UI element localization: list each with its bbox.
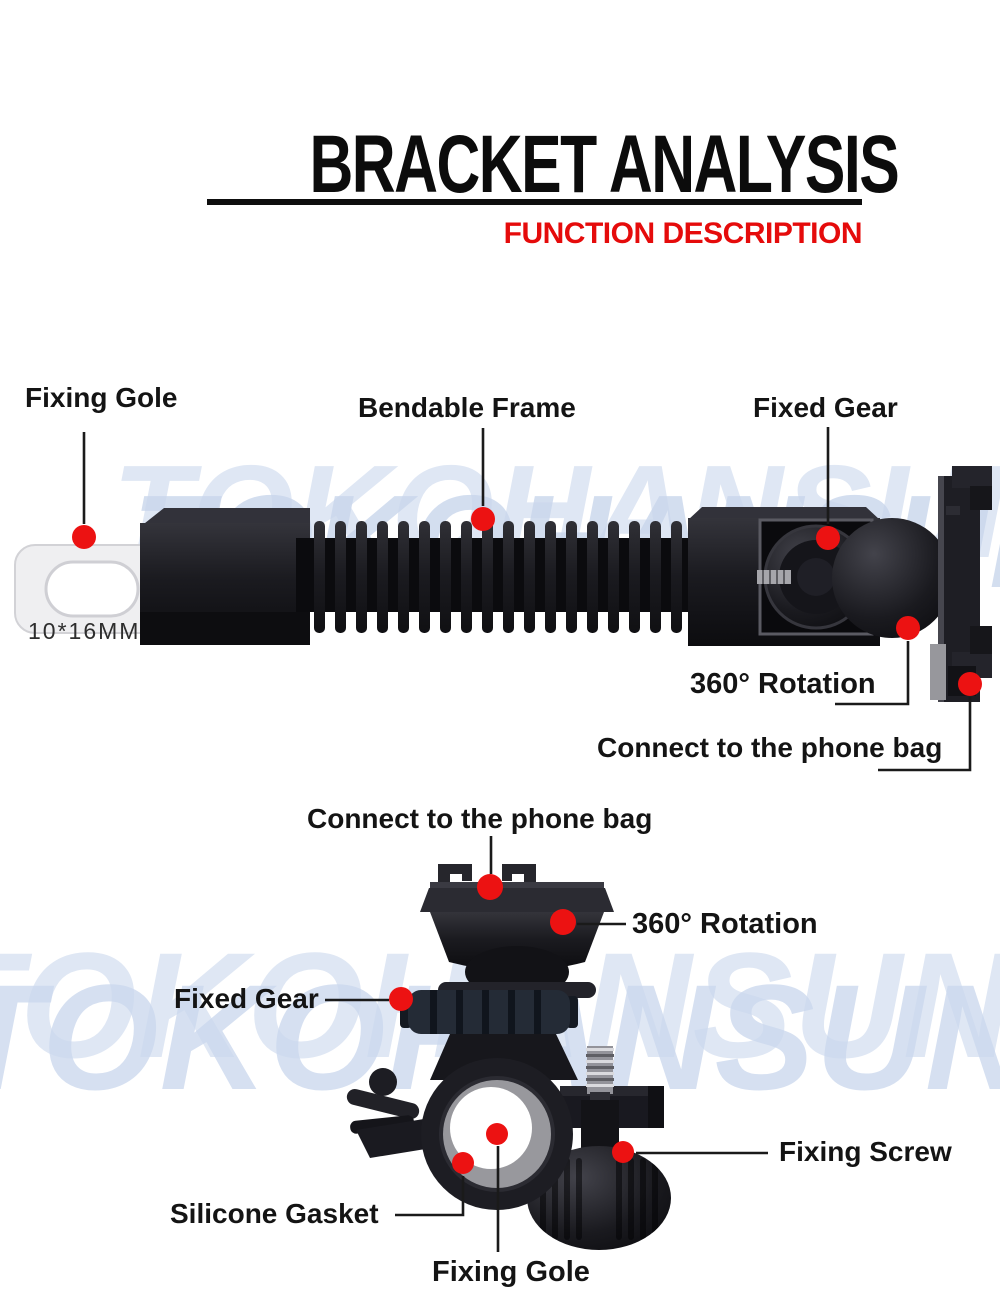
dot-silicone-gasket [452, 1152, 474, 1174]
dot-fixing-screw [612, 1141, 634, 1163]
dot-connect-2 [477, 874, 503, 900]
callout-label-bendable-frame: Bendable Frame [358, 392, 576, 423]
dot-fixed-gear-1 [816, 526, 840, 550]
callout-label-fixing-gole-1: Fixing Gole [25, 382, 178, 413]
callout-label-connect-1: Connect to the phone bag [597, 732, 943, 763]
ball-joint [832, 518, 952, 638]
mounting-hole [44, 560, 140, 618]
callout-label-rotation-2: 360° Rotation [632, 908, 818, 940]
dot-connect-1 [958, 672, 982, 696]
callout-label-fixed-gear-2: Fixed Gear [174, 983, 319, 1014]
size-label: 10*16MM [28, 618, 141, 644]
phone-bag-clamp-head [420, 864, 614, 912]
gear-screw [757, 570, 791, 584]
callout-label-rotation-1: 360° Rotation [690, 668, 876, 700]
screw-knob [527, 1146, 671, 1250]
callout-label-fixed-gear-1: Fixed Gear [753, 392, 898, 423]
callout-dots [72, 507, 982, 1174]
bellows-ribs [314, 521, 682, 633]
flex-arm-illustration [14, 466, 992, 702]
callout-label-fixing-gole-2: Fixing Gole [432, 1256, 590, 1288]
page-title: BRACKET ANALYSIS [309, 119, 899, 210]
handlebar-mount-illustration [346, 864, 671, 1250]
title-underline-bar [207, 199, 862, 205]
callout-label-connect-2: Connect to the phone bag [307, 803, 653, 834]
phone-bag-plate [930, 466, 992, 702]
callout-label-silicone-gasket: Silicone Gasket [170, 1198, 379, 1229]
dot-rotation-1 [896, 616, 920, 640]
page-subtitle: FUNCTION DESCRIPTION [503, 217, 863, 250]
dot-bendable-frame [471, 507, 495, 531]
callout-label-fixing-screw: Fixing Screw [779, 1136, 952, 1167]
dot-rotation-2 [550, 909, 576, 935]
leader-lines [82, 427, 972, 1252]
dot-fixing-gole-1 [72, 525, 96, 549]
dot-fixed-gear-2 [389, 987, 413, 1011]
fixed-gear-wheel [400, 990, 578, 1034]
dot-fixing-gole-2 [486, 1123, 508, 1145]
